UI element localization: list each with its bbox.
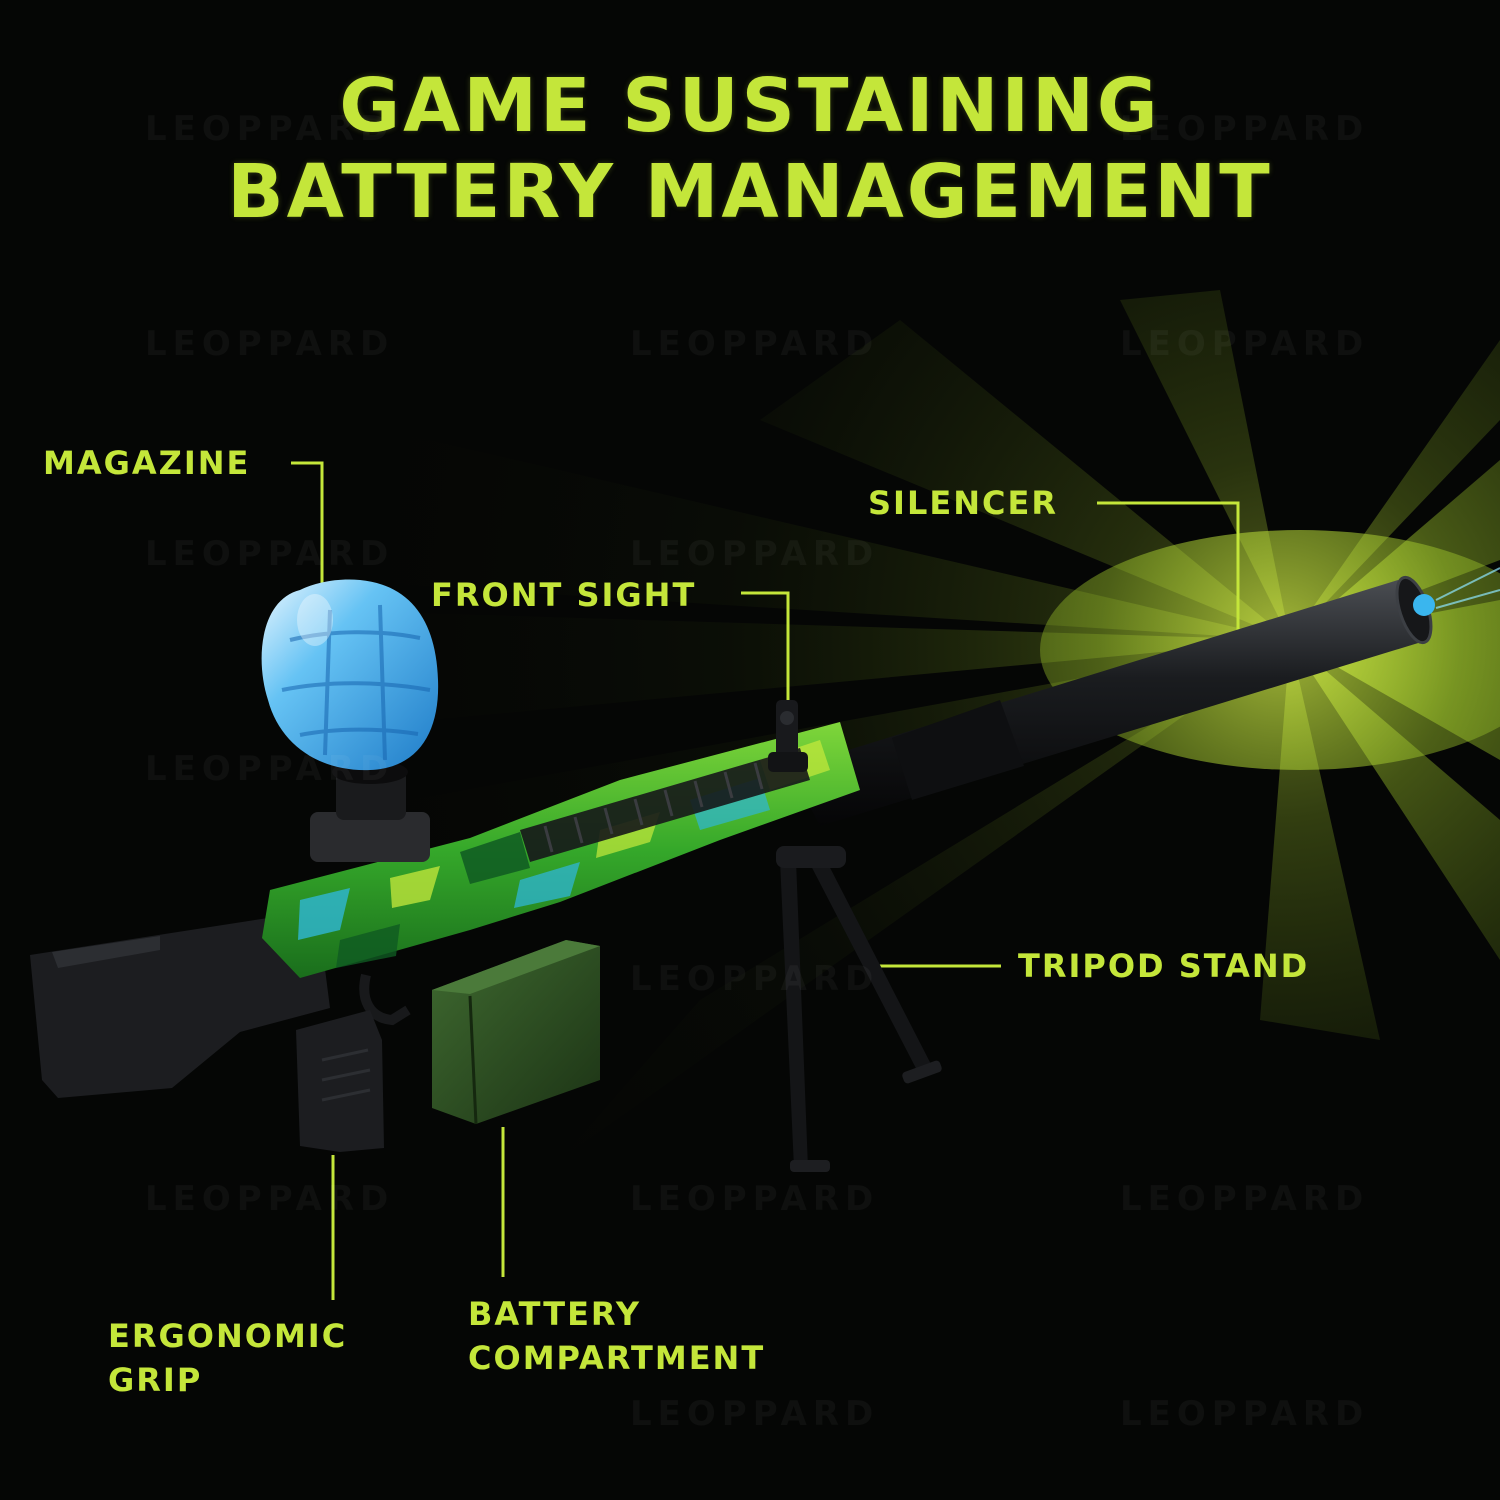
watermark-text: LEOPPARD [630, 1394, 879, 1434]
front-sight-line [741, 591, 790, 700]
battery-compartment [432, 940, 600, 1125]
tripod-stand-label: TRIPOD STAND [1018, 947, 1310, 985]
watermark-text: LEOPPARD [145, 109, 394, 149]
battery-compartment-label-line-1: BATTERY [468, 1295, 641, 1333]
magazine-line [291, 461, 324, 590]
watermark-text: LEOPPARD [145, 749, 394, 789]
watermark-text: LEOPPARD [145, 1179, 394, 1219]
silencer-label: SILENCER [868, 484, 1058, 522]
callout-lines [291, 461, 1240, 1300]
tripod-stand [776, 846, 942, 1172]
silencer [790, 567, 1500, 826]
magazine [261, 579, 439, 862]
watermark-text: LEOPPARD [630, 1179, 879, 1219]
watermark-text: LEOPPARD [630, 534, 879, 574]
watermark-text: LEOPPARD [1120, 1179, 1369, 1219]
magazine-label: MAGAZINE [43, 444, 251, 482]
stock [30, 918, 330, 1098]
page-title-line-2: BATTERY MANAGEMENT [227, 149, 1273, 235]
page-title-line-1: GAME SUSTAINING [339, 63, 1161, 149]
watermark-text: LEOPPARD [1120, 324, 1369, 364]
watermark-text: LEOPPARD [145, 324, 394, 364]
watermark-text: LEOPPARD [630, 324, 879, 364]
silencer-line [1097, 501, 1240, 645]
watermark-text: LEOPPARD [145, 534, 394, 574]
watermark-text: LEOPPARD [630, 959, 879, 999]
ergonomic-grip [296, 973, 411, 1152]
ergonomic-grip-label-line-1: ERGONOMIC [108, 1317, 348, 1355]
watermark-text: LEOPPARD [1120, 1394, 1369, 1434]
ergonomic-grip-label-line-2: GRIP [108, 1361, 203, 1399]
front-sight [768, 700, 808, 772]
battery-compartment-label-line-2: COMPARTMENT [468, 1339, 766, 1377]
watermark-layer: LEOPPARD LEOPPARD LEOPPARD LEOPPARD LEOP… [145, 109, 1369, 1434]
watermark-text: LEOPPARD [1120, 109, 1369, 149]
front-sight-label: FRONT SIGHT [431, 576, 697, 614]
receiver-body [262, 722, 860, 978]
